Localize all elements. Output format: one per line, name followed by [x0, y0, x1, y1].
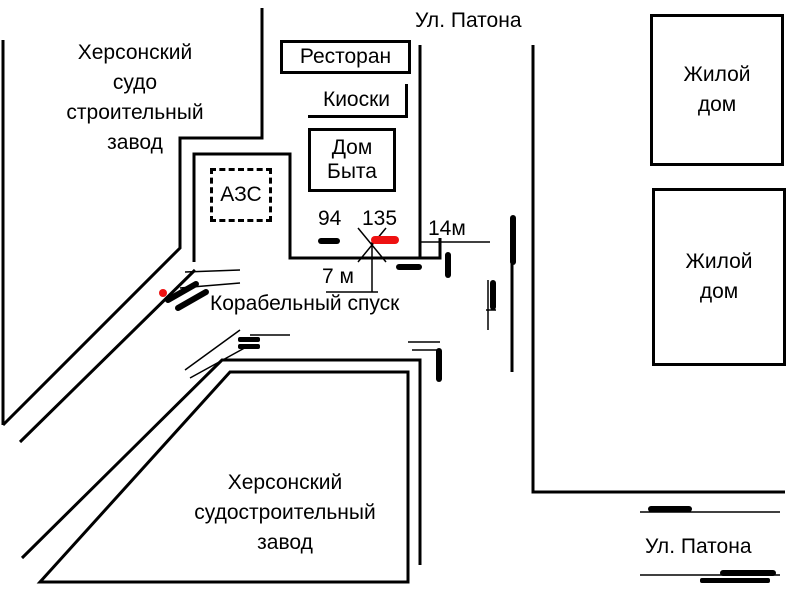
marker-bar-below: [396, 264, 422, 270]
marker-bar-bottom-1: [238, 337, 260, 342]
marker-bar-patona-3: [700, 578, 770, 583]
factory-bottom-outline: [36, 370, 410, 584]
tick-bottom-road: [184, 329, 290, 379]
azs-outline: [192, 152, 442, 262]
label-kiosks: Киоски: [322, 87, 391, 111]
building-house-2: Жилой дом: [652, 188, 786, 366]
label-restaurant: Ресторан: [299, 45, 392, 68]
marker-bar-patona-2: [720, 570, 776, 576]
building-house-1: Жилой дом: [650, 14, 784, 166]
red-dot-marker: [159, 289, 167, 297]
label-dom-byta: Дом Быта: [327, 136, 377, 183]
marker-bar-diag-2: [175, 289, 209, 311]
label-marker-94: 94: [318, 207, 342, 230]
marker-bar-patona-1: [648, 506, 692, 512]
label-house-1: Жилой дом: [683, 63, 751, 116]
label-street-patona-top: Ул. Патона: [415, 9, 522, 32]
tick-7m: [326, 242, 378, 293]
factory-top-outline: [1, 8, 264, 427]
building-azs: АЗС: [210, 168, 272, 222]
label-azs: АЗС: [220, 183, 262, 206]
marker-135-red: [371, 236, 399, 244]
label-dist-7m: 7 м: [322, 265, 354, 288]
label-street-patona-bottom: Ул. Патона: [645, 535, 752, 558]
marker-bar-diag-1: [165, 281, 199, 303]
marker-bar-vertical-1: [445, 252, 451, 278]
building-dom-byta: Дом Быта: [308, 128, 396, 192]
label-factory-bottom: Херсонский судостроительный завод: [194, 471, 376, 554]
label-street-korabelny: Корабельный спуск: [210, 292, 400, 315]
marker-bar-vertical-3: [490, 280, 496, 310]
tick-right-road: [408, 341, 440, 351]
label-house-2: Жилой дом: [685, 250, 753, 303]
marker-bar-vertical-2: [510, 215, 516, 265]
marker-94-bar: [318, 238, 340, 244]
marker-bar-vertical-4: [436, 348, 442, 382]
label-dist-14m: 14м: [428, 217, 466, 240]
label-factory-top: Херсонский судо строительный завод: [66, 41, 204, 154]
factory-bottom-inner: [20, 358, 422, 565]
label-marker-135: 135: [362, 207, 398, 230]
tick-cross: [357, 227, 387, 263]
patona-street-edge: [531, 45, 785, 494]
road-edge-diagonal: [18, 268, 197, 444]
marker-bar-bottom-2: [238, 344, 260, 349]
tick-right: [486, 280, 496, 330]
building-restaurant: Ресторан: [280, 40, 411, 74]
building-kiosks: Киоски: [308, 84, 408, 118]
